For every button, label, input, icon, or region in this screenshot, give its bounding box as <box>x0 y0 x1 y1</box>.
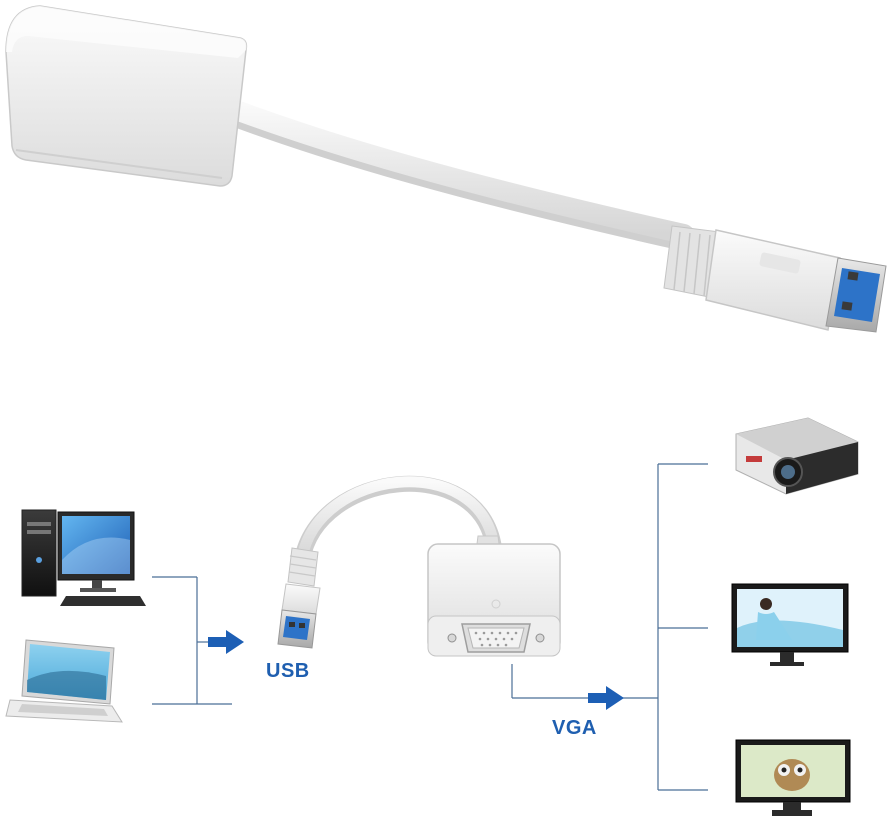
monitor-icon <box>731 583 849 666</box>
arrow-icon <box>208 630 244 654</box>
adapter-small <box>277 475 561 657</box>
output-connector-lines <box>511 463 708 791</box>
source-connector-lines <box>152 576 232 705</box>
projector-icon <box>735 417 859 495</box>
monitor-icon <box>735 739 851 816</box>
vga-label: VGA <box>552 717 597 739</box>
adapter-large <box>5 5 887 333</box>
usb-label: USB <box>266 660 310 682</box>
arrow-icon <box>588 686 624 710</box>
laptop-icon <box>5 639 123 723</box>
desktop-computer-icon <box>21 509 146 606</box>
